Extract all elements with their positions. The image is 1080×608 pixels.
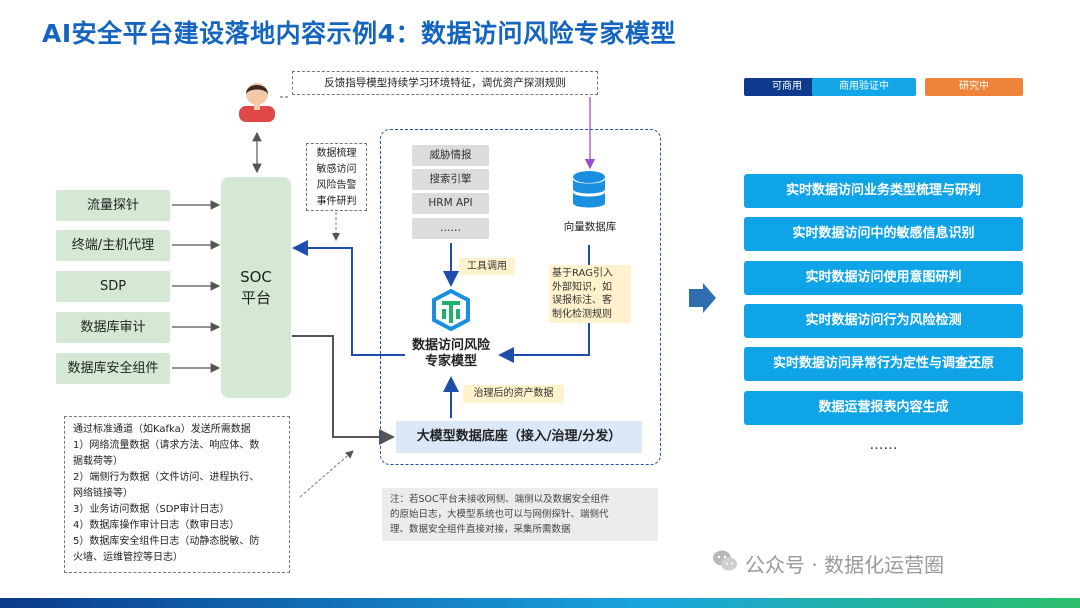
rag-note: 基于RAG引入 外部知识，如 误报标注、客 制化检测规则 [549, 265, 631, 323]
channel-note-line: 据载荷等） [73, 456, 123, 467]
legend-label: 商用验证中 [839, 81, 889, 92]
channel-note-line: 5）数据库安全组件日志（动静态脱敏、防 [73, 536, 260, 547]
legend-validating: 商用验证中 [812, 78, 916, 96]
legend-commercial: 可商用 [744, 78, 830, 96]
capability-item: 实时数据访问行为风险检测 [744, 304, 1023, 338]
channel-note-line: 网络链接等） [73, 488, 133, 499]
analyst-avatar-icon [237, 80, 277, 122]
capability-item: 实时数据访问中的敏感信息识别 [744, 217, 1023, 251]
ai-system-container [380, 129, 661, 465]
governed-data-label: 治理后的资产数据 [463, 385, 564, 403]
soc-label: 平台 [240, 288, 271, 307]
tool-call-label: 工具调用 [459, 258, 515, 275]
source-db-security: 数据库安全组件 [56, 353, 170, 384]
channel-note-line: 火墙、运维管控等日志） [73, 552, 183, 563]
capability-item: 实时数据访问异常行为定性与调查还原 [744, 347, 1023, 381]
task-item: 事件研判 [316, 196, 357, 207]
task-item: 数据梳理 [316, 148, 357, 159]
expert-model-line: 数据访问风险 [411, 338, 490, 353]
capability-item: 实时数据访问使用意图研判 [744, 261, 1023, 295]
expert-model-line: 专家模型 [424, 354, 477, 369]
footnote-line: 理、数据安全组件直接对接，采集所需数据 [390, 524, 571, 535]
rag-note-line: 制化检测规则 [552, 308, 612, 320]
legend-label: 可商用 [772, 81, 802, 92]
task-list: 数据梳理 敏感访问 风险告警 事件研判 [306, 143, 367, 211]
channel-note-line: 2）端侧行为数据（文件访问、进程执行、 [73, 472, 260, 483]
channel-note-line: 1）网络流量数据（请求方法、响应体、数 [73, 440, 260, 451]
data-base-platform: 大模型数据底座（接入/治理/分发） [396, 421, 642, 453]
tool-threat-intel: 威胁情报 [412, 145, 489, 166]
tool-more: …… [412, 218, 489, 239]
rag-note-line: 误报标注、客 [552, 295, 612, 306]
tool-search-engine: 搜索引擎 [412, 169, 489, 190]
channel-note-line: 3）业务访问数据（SDP审计日志） [73, 504, 230, 515]
source-db-audit: 数据库审计 [56, 312, 170, 343]
capability-item: 实时数据访问业务类型梳理与研判 [744, 174, 1023, 208]
footnote: 注：若SOC平台未接收网侧、端侧以及数据安全组件 的原始日志，大模型系统也可以与… [382, 488, 658, 541]
legend-label: 研究中 [959, 81, 989, 92]
feedback-note: 反馈指导模型持续学习环境特征，调优资产探测规则 [292, 71, 598, 95]
source-sdp: SDP [56, 271, 170, 302]
tool-hrm-api: HRM API [412, 193, 489, 214]
soc-platform: SOC 平台 [221, 177, 291, 398]
capability-item: 数据运营报表内容生成 [744, 391, 1023, 425]
rag-note-line: 基于RAG引入 [552, 268, 613, 279]
wechat-icon [712, 548, 738, 574]
soc-label: SOC [240, 267, 272, 286]
model-logo-icon [430, 288, 472, 332]
page-title: AI安全平台建设落地内容示例4：数据访问风险专家模型 [42, 19, 677, 48]
expert-model-label: 数据访问风险 专家模型 [398, 338, 504, 370]
footnote-line: 注：若SOC平台未接收网侧、端侧以及数据安全组件 [390, 494, 610, 505]
source-traffic-probe: 流量探针 [56, 190, 170, 221]
footnote-line: 的原始日志，大模型系统也可以与网侧探针、端侧代 [390, 509, 609, 520]
channel-note-heading: 通过标准通道（如Kafka）发送所需数据 [73, 424, 251, 435]
legend-research: 研究中 [925, 78, 1023, 96]
channel-note: 通过标准通道（如Kafka）发送所需数据 1）网络流量数据（请求方法、响应体、数… [64, 416, 290, 573]
task-item: 风险告警 [316, 180, 357, 191]
capability-ellipsis: …… [869, 437, 898, 453]
task-item: 敏感访问 [316, 164, 357, 175]
watermark: 公众号 · 数据化运营圈 [745, 553, 945, 577]
source-endpoint-agent: 终端/主机代理 [56, 230, 170, 261]
channel-note-line: 4）数据库操作审计日志（数审日志） [73, 520, 240, 531]
vector-db-label: 向量数据库 [563, 221, 617, 233]
rag-note-line: 外部知识，如 [552, 281, 612, 293]
database-icon [569, 170, 609, 212]
